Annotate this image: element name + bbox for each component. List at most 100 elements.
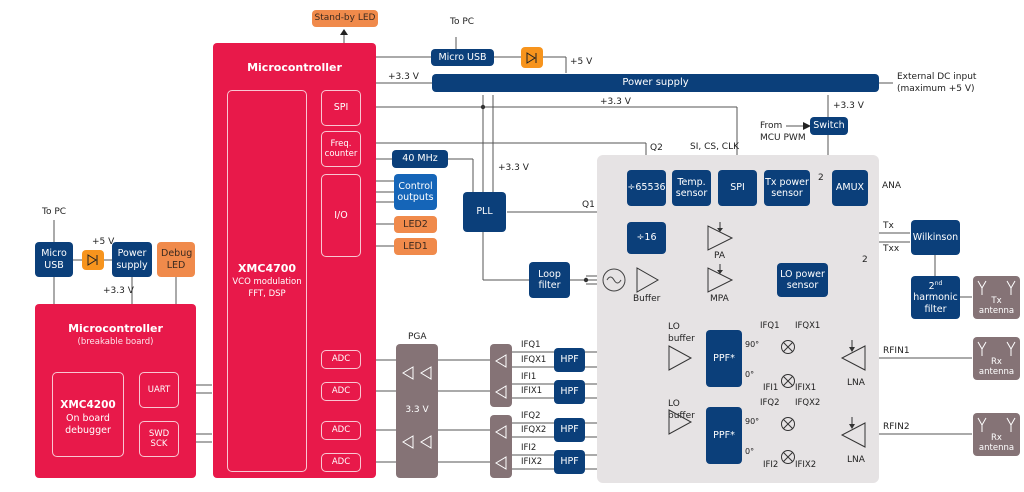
debug-led: Debug LED bbox=[157, 242, 195, 277]
temp-sensor-line2: sensor bbox=[675, 188, 708, 199]
rx2-ifq-label: IFQ2 bbox=[760, 398, 780, 408]
sck-label: SCK bbox=[150, 439, 168, 449]
spi-chip-block: SPI bbox=[718, 170, 757, 206]
hpf-1: HPF bbox=[554, 348, 585, 372]
xmc4700-title: XMC4700 bbox=[237, 262, 297, 275]
microcontroller-breakable-board: Microcontroller (breakable board) XMC420… bbox=[35, 304, 196, 478]
buffer-label: Buffer bbox=[633, 294, 661, 304]
tx-power-sensor: Tx power sensor bbox=[764, 170, 810, 206]
micro-usb-left-label: Micro USB bbox=[41, 248, 67, 271]
txx-label: Txx bbox=[883, 244, 900, 254]
plus3v3-spi-label: +3.3 V bbox=[600, 97, 631, 107]
micro-usb-left: Micro USB bbox=[35, 242, 73, 277]
plus3v3-top-label: +3.3 V bbox=[388, 72, 419, 82]
divider-65536: ÷65536 bbox=[627, 170, 666, 206]
amux-label: AMUX bbox=[835, 182, 865, 194]
hpf-label: HPF bbox=[560, 424, 579, 436]
standby-led-label: Stand-by LED bbox=[314, 13, 376, 24]
main-mcu-title: Microcontroller bbox=[247, 61, 342, 74]
if-signal-ifqx1: IFQX1 bbox=[521, 355, 547, 365]
harmonic-filter-line2: harmonic bbox=[913, 292, 958, 304]
lo-buffer-1-icon bbox=[668, 345, 693, 371]
spi-block: SPI bbox=[321, 90, 361, 126]
breakable-board-title: Microcontroller bbox=[68, 322, 163, 335]
vco-icon bbox=[602, 268, 626, 292]
rx1-90-label: 90° bbox=[745, 340, 760, 349]
lo-buffer-2-line1: LO bbox=[668, 399, 680, 409]
diode-icon-left bbox=[82, 250, 104, 270]
xmc4200-debugger: XMC4200 On board debugger bbox=[52, 372, 124, 457]
lo-bus-width: 2 bbox=[862, 255, 868, 265]
tx-antenna-line2: antenna bbox=[978, 305, 1015, 316]
rx2-90-label: 90° bbox=[745, 417, 760, 426]
rfin2-label: RFIN2 bbox=[883, 422, 910, 432]
debugger-line1: On board bbox=[66, 413, 110, 424]
rx1-0-label: 0° bbox=[745, 370, 755, 379]
mpa-label: MPA bbox=[710, 294, 729, 304]
pga-amp-icons-top bbox=[402, 366, 432, 380]
freq-counter-line2: counter bbox=[324, 149, 358, 159]
xmc4700-line2: FFT, DSP bbox=[248, 289, 286, 299]
antenna-icon bbox=[977, 280, 1016, 295]
q2-label: Q2 bbox=[650, 143, 663, 153]
plus5v-left-label: +5 V bbox=[92, 237, 115, 247]
rx1-ifi-label: IFI1 bbox=[763, 383, 779, 393]
pll-label: PLL bbox=[476, 206, 493, 218]
sine-icon bbox=[606, 276, 622, 284]
if-signal-ifix1: IFIX1 bbox=[521, 386, 543, 396]
lna-2-label: LNA bbox=[847, 455, 865, 465]
power-supply-main: Power supply bbox=[432, 74, 879, 92]
rx2-ifqx-label: IFQX2 bbox=[795, 398, 821, 408]
tx-antenna-line1: Tx bbox=[991, 295, 1002, 306]
pa-label: PA bbox=[714, 251, 726, 261]
rx-antenna-1: Rx antenna bbox=[973, 337, 1020, 380]
adc-block-1: ADC bbox=[321, 350, 361, 369]
ppf-1: PPF* bbox=[706, 330, 742, 387]
control-outputs-line1: Control bbox=[398, 180, 433, 192]
control-outputs: Control outputs bbox=[394, 174, 437, 210]
rx2-0-label: 0° bbox=[745, 447, 755, 456]
amux-bus-width: 2 bbox=[818, 173, 824, 183]
power-supply-main-label: Power supply bbox=[622, 77, 689, 88]
lna-2-icon bbox=[840, 422, 866, 448]
buffer-amp-icon bbox=[636, 267, 660, 293]
external-dc-line2: (maximum +5 V) bbox=[897, 84, 975, 94]
lo-buffer-2-line2: buffer bbox=[668, 411, 695, 421]
harmonic-sup: nd bbox=[934, 279, 943, 287]
vco-amp-section bbox=[602, 222, 734, 293]
to-pc-label-left: To PC bbox=[42, 207, 67, 217]
micro-usb-top: Micro USB bbox=[431, 49, 494, 66]
adc-block-3: ADC bbox=[321, 421, 361, 440]
osc-40mhz: 40 MHz bbox=[392, 150, 448, 168]
antenna-icon bbox=[977, 417, 1016, 432]
switch-block: Switch bbox=[810, 117, 848, 135]
swd-label: SWD bbox=[148, 428, 170, 439]
harmonic-filter: 2nd harmonic filter bbox=[911, 276, 960, 319]
spi-bus-label: SI, CS, CLK bbox=[690, 142, 740, 152]
rx-antenna-2-line1: Rx bbox=[991, 432, 1002, 443]
adc-label: ADC bbox=[331, 354, 351, 365]
hpf-label: HPF bbox=[560, 354, 579, 366]
diff-amp-block-1 bbox=[490, 344, 512, 407]
lo-buffers bbox=[668, 345, 693, 435]
freq-counter-line1: Freq. bbox=[330, 138, 352, 149]
lo-power-sensor: LO power sensor bbox=[777, 263, 828, 297]
adc-label: ADC bbox=[331, 386, 351, 397]
rx1-ifqx-label: IFQX1 bbox=[795, 321, 821, 331]
osc-40mhz-label: 40 MHz bbox=[402, 153, 438, 165]
pga-title: PGA bbox=[408, 332, 427, 342]
plus3v3-left-label: +3.3 V bbox=[103, 286, 134, 296]
amux-block: AMUX bbox=[832, 170, 868, 206]
io-block: I/O bbox=[321, 174, 361, 257]
ppf-2: PPF* bbox=[706, 407, 742, 464]
main-microcontroller: Microcontroller XMC4700 VCO modulation F… bbox=[213, 43, 376, 478]
if-signal-ifi2: IFI2 bbox=[521, 443, 537, 453]
loop-filter-line1: Loop bbox=[538, 268, 561, 280]
pga-supply-label: 3.3 V bbox=[405, 405, 429, 415]
rx-antenna-2: Rx antenna bbox=[973, 413, 1020, 456]
temp-sensor-line1: Temp. bbox=[677, 176, 706, 188]
uart-block: UART bbox=[139, 372, 179, 408]
lo-buffer-2-icon bbox=[668, 409, 693, 435]
from-mcu-line1: From bbox=[760, 121, 783, 131]
diff-amp-block-2 bbox=[490, 415, 512, 478]
